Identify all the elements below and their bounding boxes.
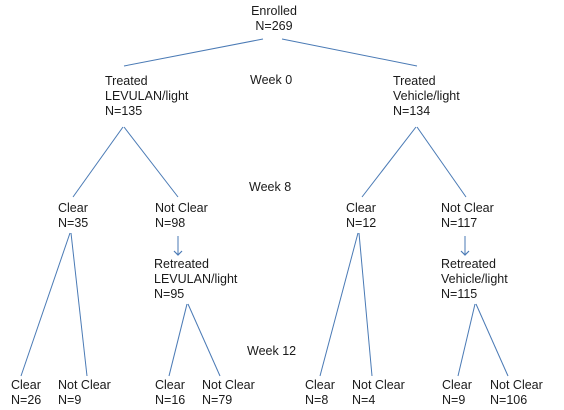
leaf-count: N=9	[442, 393, 466, 407]
leaf-count: N=4	[352, 393, 376, 407]
leaf-count: N=79	[202, 393, 233, 407]
edge-vclear-notclear	[358, 232, 373, 377]
vehicle-retreated-node: Retreated Vehicle/light N=115	[441, 257, 508, 302]
levulan-clear-count: N=35	[58, 216, 89, 230]
vehicle-notclear-label: Not Clear	[441, 201, 494, 215]
vehicle-treated-count: N=134	[393, 104, 431, 118]
leaf-count: N=8	[305, 393, 329, 407]
vehicle-wk12-clear-from-clear: Clear N=8	[305, 378, 335, 408]
levulan-wk12-notclear-from-clear: Not Clear N=9	[58, 378, 111, 408]
leaf-count: N=16	[155, 393, 186, 407]
edge-levulan-clear	[72, 126, 124, 198]
levulan-treated-count: N=135	[105, 104, 143, 118]
week-8-label: Week 8	[249, 180, 292, 194]
vehicle-clear-node: Clear N=12	[346, 201, 376, 231]
levulan-wk12-notclear-from-retreat: Not Clear N=79	[202, 378, 255, 408]
leaf-label: Not Clear	[202, 378, 255, 392]
root-title: Enrolled	[251, 4, 297, 18]
levulan-notclear-label: Not Clear	[155, 201, 208, 215]
edge-vretreat-notclear	[475, 303, 509, 377]
vehicle-retreated-line2: Vehicle/light	[441, 272, 508, 286]
levulan-retreated-line2: LEVULAN/light	[154, 272, 238, 286]
week-12-label: Week 12	[247, 344, 297, 358]
levulan-retreated-node: Retreated LEVULAN/light N=95	[154, 257, 237, 302]
levulan-treated-line1: Treated	[105, 74, 148, 88]
edge-vretreat-clear	[457, 303, 476, 377]
leaf-label: Clear	[155, 378, 185, 392]
levulan-clear-label: Clear	[58, 201, 88, 215]
edge-levulan-notclear	[123, 126, 179, 198]
leaf-label: Not Clear	[490, 378, 543, 392]
edge-lclear-notclear	[70, 232, 88, 377]
edge-vclear-clear	[319, 232, 359, 377]
root-node: Enrolled N=269	[239, 4, 309, 34]
edge-vehicle-clear	[361, 126, 417, 198]
leaf-label: Not Clear	[352, 378, 405, 392]
vehicle-clear-count: N=12	[346, 216, 377, 230]
leaf-count: N=26	[11, 393, 42, 407]
vehicle-notclear-count: N=117	[441, 216, 478, 230]
vehicle-retreated-line1: Retreated	[441, 257, 496, 271]
edge-root-levulan	[123, 38, 264, 67]
vehicle-treated-node: Treated Vehicle/light N=134	[393, 74, 460, 119]
leaf-label: Clear	[305, 378, 335, 392]
leaf-label: Clear	[11, 378, 41, 392]
leaf-label: Clear	[442, 378, 472, 392]
edge-root-vehicle	[281, 38, 418, 67]
leaf-count: N=9	[58, 393, 82, 407]
week-0-label: Week 0	[250, 73, 293, 87]
edge-vehicle-notclear	[416, 126, 467, 198]
levulan-treated-line2: LEVULAN/light	[105, 89, 189, 103]
levulan-retreated-line1: Retreated	[154, 257, 209, 271]
edge-lclear-clear	[20, 232, 71, 377]
levulan-retreated-count: N=95	[154, 287, 185, 301]
vehicle-wk12-clear-from-retreat: Clear N=9	[442, 378, 472, 408]
edge-lretreat-clear	[168, 303, 188, 377]
vehicle-wk12-notclear-from-retreat: Not Clear N=106	[490, 378, 543, 408]
edge-lretreat-notclear	[187, 303, 221, 377]
leaf-label: Not Clear	[58, 378, 111, 392]
vehicle-clear-label: Clear	[346, 201, 376, 215]
levulan-clear-node: Clear N=35	[58, 201, 88, 231]
vehicle-treated-line1: Treated	[393, 74, 436, 88]
root-count: N=269	[255, 19, 293, 33]
levulan-notclear-count: N=98	[155, 216, 186, 230]
leaf-count: N=106	[490, 393, 528, 407]
levulan-treated-node: Treated LEVULAN/light N=135	[105, 74, 188, 119]
levulan-wk12-clear-from-clear: Clear N=26	[11, 378, 41, 408]
levulan-notclear-node: Not Clear N=98	[155, 201, 208, 231]
vehicle-treated-line2: Vehicle/light	[393, 89, 460, 103]
vehicle-retreated-count: N=115	[441, 287, 478, 301]
levulan-wk12-clear-from-retreat: Clear N=16	[155, 378, 185, 408]
vehicle-notclear-node: Not Clear N=117	[441, 201, 494, 231]
vehicle-wk12-notclear-from-clear: Not Clear N=4	[352, 378, 405, 408]
